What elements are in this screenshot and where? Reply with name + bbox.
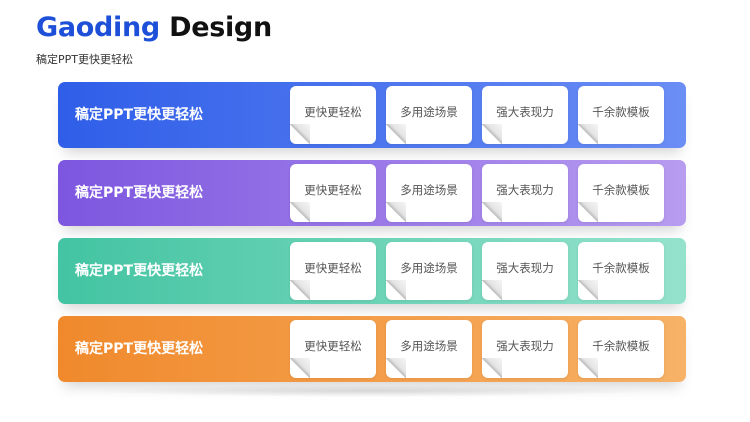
- row-title: 稿定PPT更快更轻松: [75, 263, 204, 279]
- feature-card[interactable]: 强大表现力: [482, 242, 568, 300]
- page-curl-icon: [578, 124, 598, 144]
- feature-card[interactable]: 多用途场景: [386, 242, 472, 300]
- page-curl-icon: [386, 358, 406, 378]
- feature-card-label: 多用途场景: [400, 105, 458, 119]
- feature-card-label: 强大表现力: [496, 183, 554, 197]
- feature-card[interactable]: 多用途场景: [386, 86, 472, 144]
- page-subtitle: 稿定PPT更快更轻松: [36, 53, 133, 66]
- feature-card[interactable]: 更快更轻松: [290, 164, 376, 222]
- brand-word-design: Design: [169, 12, 272, 43]
- feature-card[interactable]: 千余款模板: [578, 164, 664, 222]
- feature-card-label: 强大表现力: [496, 261, 554, 275]
- feature-card-label: 更快更轻松: [304, 105, 362, 119]
- feature-card-label: 多用途场景: [400, 183, 458, 197]
- page-curl-icon: [290, 124, 310, 144]
- page-curl-icon: [386, 124, 406, 144]
- feature-card-label: 多用途场景: [400, 261, 458, 275]
- feature-card-label: 强大表现力: [496, 339, 554, 353]
- feature-card-label: 多用途场景: [400, 339, 458, 353]
- row-title: 稿定PPT更快更轻松: [75, 341, 204, 357]
- page-curl-icon: [578, 202, 598, 222]
- row-title: 稿定PPT更快更轻松: [75, 107, 204, 123]
- feature-row-1: 稿定PPT更快更轻松 更快更轻松 多用途场景 强大表现力 千余款模板: [58, 82, 686, 148]
- feature-card[interactable]: 强大表现力: [482, 320, 568, 378]
- page-curl-icon: [290, 358, 310, 378]
- feature-row-2: 稿定PPT更快更轻松 更快更轻松 多用途场景 强大表现力 千余款模板: [58, 160, 686, 226]
- feature-card[interactable]: 更快更轻松: [290, 86, 376, 144]
- page-curl-icon: [578, 358, 598, 378]
- row-title: 稿定PPT更快更轻松: [75, 185, 204, 201]
- feature-row-3: 稿定PPT更快更轻松 更快更轻松 多用途场景 强大表现力 千余款模板: [58, 238, 686, 304]
- feature-card[interactable]: 多用途场景: [386, 320, 472, 378]
- feature-card-label: 更快更轻松: [304, 339, 362, 353]
- feature-row-4: 稿定PPT更快更轻松 更快更轻松 多用途场景 强大表现力 千余款模板: [58, 316, 686, 382]
- feature-card[interactable]: 强大表现力: [482, 164, 568, 222]
- feature-card-label: 强大表现力: [496, 105, 554, 119]
- feature-card-label: 更快更轻松: [304, 183, 362, 197]
- feature-card[interactable]: 多用途场景: [386, 164, 472, 222]
- feature-card-label: 千余款模板: [592, 339, 650, 353]
- brand-word-gaoding: Gaoding: [36, 12, 160, 43]
- page-curl-icon: [578, 280, 598, 300]
- feature-card[interactable]: 更快更轻松: [290, 320, 376, 378]
- feature-card[interactable]: 强大表现力: [482, 86, 568, 144]
- brand-logo: Gaoding Design: [36, 10, 272, 46]
- page-curl-icon: [290, 280, 310, 300]
- page-curl-icon: [482, 358, 502, 378]
- feature-card[interactable]: 千余款模板: [578, 320, 664, 378]
- page-curl-icon: [482, 280, 502, 300]
- floor-shadow: [90, 385, 650, 397]
- feature-card[interactable]: 千余款模板: [578, 86, 664, 144]
- page-curl-icon: [386, 280, 406, 300]
- feature-card-label: 千余款模板: [592, 183, 650, 197]
- feature-card-label: 千余款模板: [592, 261, 650, 275]
- feature-card[interactable]: 千余款模板: [578, 242, 664, 300]
- page-curl-icon: [482, 202, 502, 222]
- page-curl-icon: [290, 202, 310, 222]
- page-curl-icon: [386, 202, 406, 222]
- feature-card-label: 更快更轻松: [304, 261, 362, 275]
- feature-card[interactable]: 更快更轻松: [290, 242, 376, 300]
- feature-card-label: 千余款模板: [592, 105, 650, 119]
- page-curl-icon: [482, 124, 502, 144]
